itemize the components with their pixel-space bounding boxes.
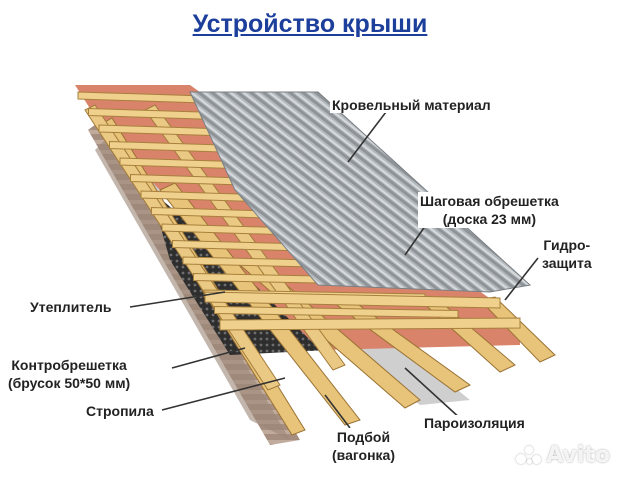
label-text: Подбой [330, 428, 397, 446]
leader-rafters [161, 377, 286, 411]
label-text: Контробрешетка [6, 356, 133, 374]
leader-counter-batten [171, 347, 246, 369]
leader-lines [129, 111, 539, 429]
label-text: (доска 23 мм) [418, 210, 561, 228]
label-text: (брусок 50*50 мм) [6, 374, 133, 392]
leader-soffit [324, 394, 351, 429]
watermark-text: Avito [546, 443, 610, 468]
label-step-batten: Шаговая обрешетка (доска 23 мм) [418, 192, 561, 228]
label-text: Утеплитель [28, 299, 114, 315]
label-soffit: Подбой (вагонка) [330, 428, 397, 464]
label-text: (вагонка) [330, 446, 397, 464]
corrugated-roofing [189, 91, 532, 293]
avito-logo-icon [516, 445, 542, 466]
leader-roofing [347, 111, 387, 163]
label-counter-batten: Контробрешетка (брусок 50*50 мм) [6, 356, 133, 392]
leader-insulation [129, 291, 226, 308]
label-text: Шаговая обрешетка [418, 192, 561, 210]
avito-watermark: Avito [516, 443, 610, 468]
step-batten [214, 305, 459, 319]
leader-vapor [404, 367, 463, 421]
label-text: Гидро- [540, 236, 594, 254]
label-text: Стропила [84, 403, 156, 419]
label-waterproofing: Гидро- защита [540, 236, 594, 272]
label-text: защита [540, 254, 594, 272]
step-batten [204, 291, 501, 309]
label-vapor-barrier: Пароизоляция [422, 414, 527, 432]
leader-waterproofing [504, 257, 539, 301]
label-text: Кровельный материал [330, 97, 493, 113]
label-text: Пароизоляция [422, 415, 527, 431]
label-rafters: Стропила [84, 402, 156, 420]
label-roofing-material: Кровельный материал [330, 96, 493, 114]
page-title: Устройство крыши [192, 10, 428, 38]
step-batten [219, 317, 521, 331]
label-insulation: Утеплитель [28, 298, 114, 316]
